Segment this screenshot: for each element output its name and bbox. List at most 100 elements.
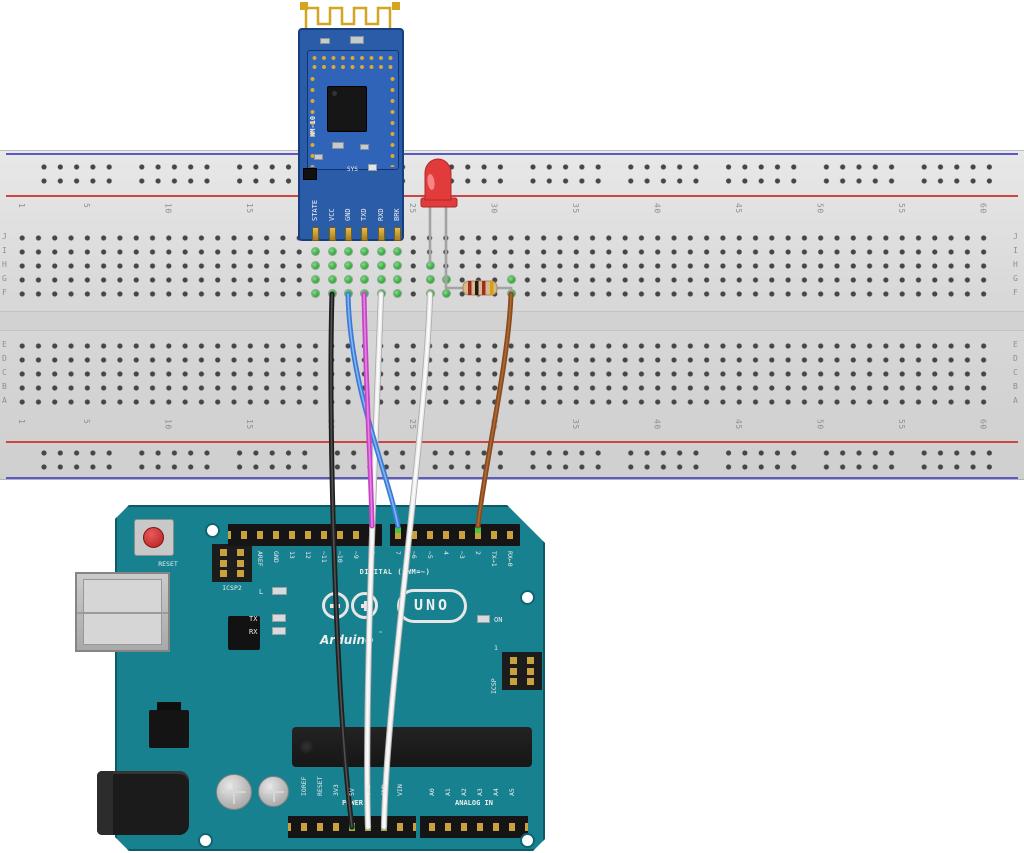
column-number-bottom: 60 xyxy=(978,419,988,430)
rx-label: RX xyxy=(249,628,258,636)
rx-led xyxy=(272,627,286,635)
connected-pin xyxy=(475,527,481,533)
module-pin xyxy=(328,227,336,241)
digital-pin-label: ~11 xyxy=(320,551,328,563)
module-pin-label: GND xyxy=(344,208,352,221)
digital-pin-label: 13 xyxy=(288,551,296,559)
antenna-trace xyxy=(300,2,400,28)
connected-hole xyxy=(344,275,352,283)
column-number-bottom: 20 xyxy=(326,419,336,430)
column-number-bottom: 30 xyxy=(489,419,499,430)
connected-hole xyxy=(360,261,368,269)
digital-pin-label: ~9 xyxy=(352,551,360,559)
row-letter-right: J xyxy=(1013,232,1018,241)
row-letter-left: J xyxy=(2,232,7,241)
connected-hole xyxy=(344,289,352,297)
module-pads xyxy=(310,54,396,73)
column-number-top: 1 xyxy=(17,203,26,209)
mounting-hole xyxy=(520,590,535,605)
digital-pin-label: 7 xyxy=(394,551,402,555)
breadboard xyxy=(0,150,1024,480)
module-pcb xyxy=(298,28,404,241)
mounting-hole xyxy=(520,833,535,848)
digital-header-left xyxy=(228,524,382,546)
analog-pin-label: A4 xyxy=(492,788,500,796)
row-letter-left: D xyxy=(2,354,7,363)
module-pin-label: VCC xyxy=(328,208,336,221)
analog-pin-label: A3 xyxy=(476,788,484,796)
row-letter-right: B xyxy=(1013,382,1018,391)
power-caption: POWER xyxy=(341,799,364,807)
module-pin-label: TXD xyxy=(360,208,368,221)
connected-hole xyxy=(442,275,450,283)
uno-model-badge: UNO xyxy=(397,589,467,623)
connected-pin xyxy=(349,824,355,830)
connected-hole xyxy=(377,261,385,269)
row-letter-left: A xyxy=(2,396,7,405)
column-number-top: 45 xyxy=(734,203,744,214)
column-number-top: 15 xyxy=(245,203,255,214)
module-sys-label: SYS xyxy=(347,166,358,173)
connected-hole xyxy=(311,289,319,297)
row-letter-right: G xyxy=(1013,274,1018,283)
column-number-bottom: 35 xyxy=(571,419,581,430)
mounting-hole xyxy=(198,833,213,848)
voltage-regulator xyxy=(149,710,189,748)
connected-hole xyxy=(393,247,401,255)
digital-pin-label: ~10 xyxy=(336,551,344,563)
power-pin-label: 5V xyxy=(348,788,356,796)
module-pin xyxy=(377,227,385,241)
analog-caption: ANALOG IN xyxy=(455,799,493,807)
module-pin-label: STATE xyxy=(311,199,319,221)
led-l xyxy=(272,587,287,595)
arduino-brand-text: Arduino xyxy=(320,633,374,647)
mounting-hole xyxy=(205,523,220,538)
digital-pin-label: TX→1 xyxy=(490,551,498,567)
connected-pin xyxy=(365,824,371,830)
column-number-bottom: 45 xyxy=(734,419,744,430)
connected-hole xyxy=(311,247,319,255)
icsp2-label: ICSP2 xyxy=(222,584,242,592)
digital-pin-label: 12 xyxy=(304,551,312,559)
antenna-meander xyxy=(304,6,392,28)
capacitor xyxy=(258,776,289,807)
antenna-pad xyxy=(300,2,308,10)
connected-pin xyxy=(381,824,387,830)
digital-pin-label: 8 xyxy=(368,551,376,555)
power-pin-label: GND xyxy=(380,784,388,796)
module-pin xyxy=(360,227,368,241)
module-pin-label: RXD xyxy=(377,208,385,221)
digital-pin-label: 4 xyxy=(442,551,450,555)
connected-hole xyxy=(393,261,401,269)
power-pin-label: GND xyxy=(364,784,372,796)
connected-hole xyxy=(328,261,336,269)
digital-pin-label: GND xyxy=(272,551,280,563)
power-rail-holes-top xyxy=(36,163,996,189)
power-rail-negative-line-bottom xyxy=(6,477,1018,479)
digital-pin-label: ~3 xyxy=(458,551,466,559)
smd-component xyxy=(332,142,344,149)
analog-pin-label: A0 xyxy=(428,788,436,796)
connected-pin xyxy=(395,527,401,533)
smd-component xyxy=(303,168,317,180)
analog-pin-label: A5 xyxy=(508,788,516,796)
module-pin xyxy=(311,227,319,241)
logo-minus-icon xyxy=(330,604,340,608)
connected-hole xyxy=(344,261,352,269)
bluetooth-module-hm10 xyxy=(298,0,404,241)
power-pin-label: VIN xyxy=(396,784,404,796)
digital-caption: DIGITAL (PWM=~) xyxy=(359,568,431,576)
module-pin-label: BRK xyxy=(393,208,401,221)
connected-hole xyxy=(507,275,515,283)
power-rail-negative-line-top xyxy=(6,153,1018,155)
module-sys-led xyxy=(368,164,377,171)
row-letter-left: E xyxy=(2,340,7,349)
tx-led xyxy=(272,614,286,622)
row-letter-right: D xyxy=(1013,354,1018,363)
connected-hole xyxy=(507,289,515,297)
digital-pin-label: 2 xyxy=(474,551,482,555)
column-number-top: 35 xyxy=(571,203,581,214)
column-number-bottom: 10 xyxy=(163,419,173,430)
connected-hole xyxy=(328,275,336,283)
connected-hole xyxy=(393,289,401,297)
